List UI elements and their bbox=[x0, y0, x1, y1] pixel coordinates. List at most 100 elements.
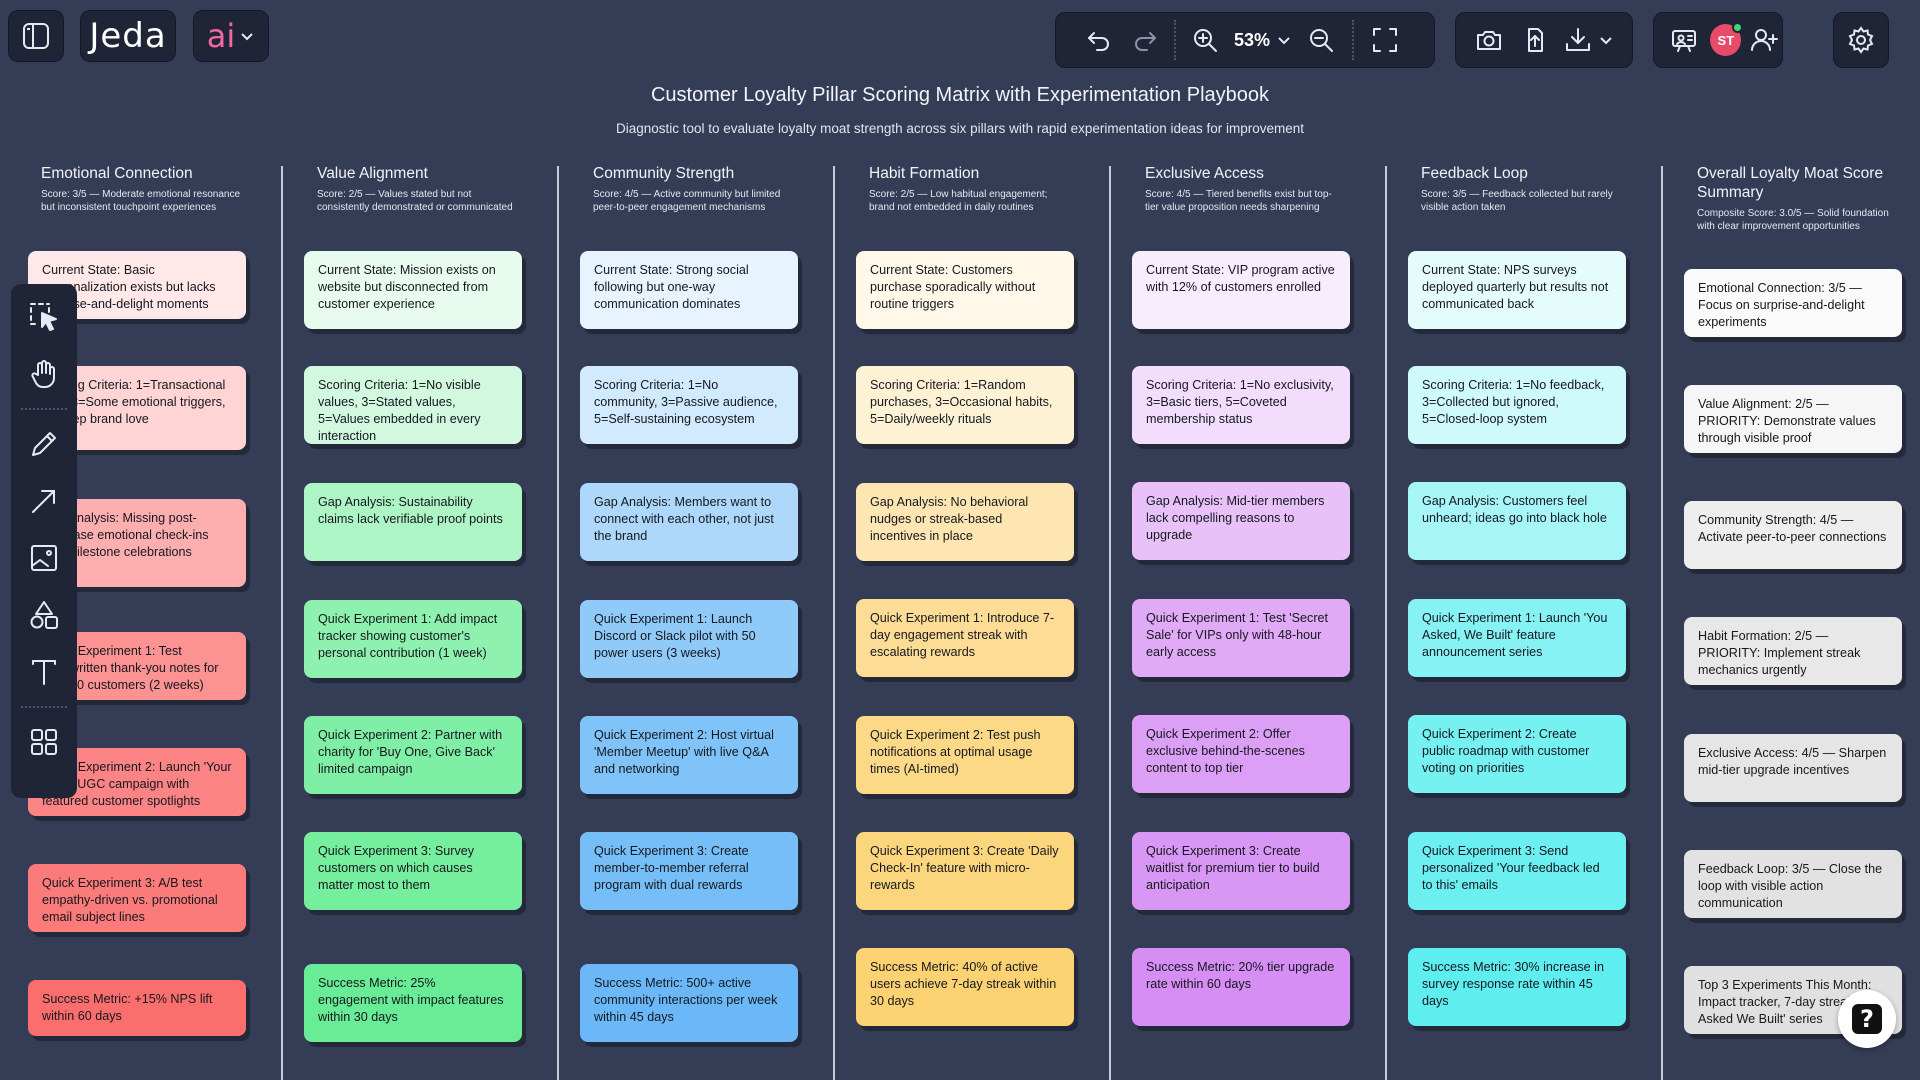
divider bbox=[1174, 20, 1176, 60]
image-tool-button[interactable] bbox=[21, 535, 67, 581]
grid-icon bbox=[31, 729, 57, 755]
board-subtitle: Diagnostic tool to evaluate loyalty moat… bbox=[615, 121, 1305, 136]
zoom-level-dropdown[interactable]: 53% bbox=[1228, 30, 1298, 51]
image-icon bbox=[31, 545, 57, 571]
sticky-note[interactable]: Gap Analysis: No behavioral nudges or st… bbox=[856, 483, 1074, 561]
select-icon bbox=[30, 303, 57, 331]
text-icon bbox=[32, 660, 56, 685]
shapes-icon bbox=[30, 601, 58, 629]
sticky-note[interactable]: Success Metric: 40% of active users achi… bbox=[856, 948, 1074, 1026]
column-divider bbox=[833, 166, 835, 1080]
sticky-note[interactable]: Success Metric: 25% engagement with impa… bbox=[304, 964, 522, 1042]
fit-screen-button[interactable] bbox=[1362, 17, 1408, 63]
divider bbox=[21, 706, 67, 708]
collab-toolbar: ST bbox=[1653, 12, 1783, 68]
column-title: Emotional Connection bbox=[41, 165, 193, 182]
sticky-note[interactable]: Current State: Mission exists on website… bbox=[304, 251, 522, 329]
redo-button[interactable] bbox=[1122, 17, 1168, 63]
upload-icon bbox=[1528, 28, 1543, 52]
sticky-note[interactable]: Quick Experiment 3: Create waitlist for … bbox=[1132, 832, 1350, 910]
sticky-note[interactable]: Current State: Customers purchase sporad… bbox=[856, 251, 1074, 329]
logo[interactable]: Jeda bbox=[80, 10, 176, 62]
help-button[interactable]: ? bbox=[1838, 990, 1896, 1048]
sticky-note[interactable]: Emotional Connection: 3/5 — Focus on sur… bbox=[1684, 269, 1902, 337]
sticky-note[interactable]: Success Metric: 30% increase in survey r… bbox=[1408, 948, 1626, 1026]
sticky-note[interactable]: Quick Experiment 3: Create 'Daily Check-… bbox=[856, 832, 1074, 910]
sticky-note[interactable]: Scoring Criteria: 1=Random purchases, 3=… bbox=[856, 366, 1074, 444]
column-score: Score: 2/5 — Low habitual engagement; br… bbox=[869, 189, 1048, 213]
column-title: Habit Formation bbox=[869, 165, 980, 182]
camera-icon bbox=[1477, 31, 1501, 50]
avatar[interactable]: ST bbox=[1710, 22, 1744, 56]
sticky-note[interactable]: Quick Experiment 3: A/B test empathy-dri… bbox=[28, 864, 246, 932]
hand-tool-button[interactable] bbox=[21, 351, 67, 397]
sticky-note[interactable]: Quick Experiment 3: Survey customers on … bbox=[304, 832, 522, 910]
sticky-note[interactable]: Quick Experiment 2: Create public roadma… bbox=[1408, 715, 1626, 793]
sticky-note[interactable]: Quick Experiment 3: Send personalized 'Y… bbox=[1408, 832, 1626, 910]
sticky-note[interactable]: Exclusive Access: 4/5 — Sharpen mid-tier… bbox=[1684, 734, 1902, 802]
ai-menu-button[interactable]: ai bbox=[193, 10, 269, 62]
sidebar-icon bbox=[21, 21, 51, 51]
templates-tool-button[interactable] bbox=[21, 719, 67, 765]
present-button[interactable] bbox=[1662, 17, 1706, 63]
invite-user-button[interactable] bbox=[1745, 17, 1782, 63]
sticky-note[interactable]: Quick Experiment 2: Host virtual 'Member… bbox=[580, 716, 798, 794]
sticky-note[interactable]: Success Metric: 500+ active community in… bbox=[580, 964, 798, 1042]
sticky-note[interactable]: Value Alignment: 2/5 — PRIORITY: Demonst… bbox=[1684, 385, 1902, 453]
sticky-note[interactable]: Quick Experiment 1: Launch Discord or Sl… bbox=[580, 600, 798, 678]
ai-label: ai bbox=[206, 17, 236, 55]
sticky-note[interactable]: Current State: NPS surveys deployed quar… bbox=[1408, 251, 1626, 329]
sticky-note[interactable]: Gap Analysis: Missing post-purchase emot… bbox=[28, 499, 246, 587]
screenshot-button[interactable] bbox=[1466, 17, 1512, 63]
sticky-note[interactable]: Gap Analysis: Sustainability claims lack… bbox=[304, 483, 522, 561]
column-title: Overall Loyalty Moat Score Summary bbox=[1697, 165, 1884, 201]
view-toolbar: 53% bbox=[1055, 12, 1435, 68]
undo-button[interactable] bbox=[1076, 17, 1122, 63]
sticky-note[interactable]: Community Strength: 4/5 — Activate peer-… bbox=[1684, 501, 1902, 569]
sticky-note[interactable]: Scoring Criteria: 1=No community, 3=Pass… bbox=[580, 366, 798, 444]
logo-text: Jeda bbox=[89, 16, 167, 56]
sticky-note[interactable]: Scoring Criteria: 1=No exclusivity, 3=Ba… bbox=[1132, 366, 1350, 444]
sticky-note[interactable]: Scoring Criteria: 1=No feedback, 3=Colle… bbox=[1408, 366, 1626, 444]
column-title: Exclusive Access bbox=[1145, 165, 1264, 182]
sticky-note[interactable]: Success Metric: 20% tier upgrade rate wi… bbox=[1132, 948, 1350, 1026]
zoom-in-button[interactable] bbox=[1182, 17, 1228, 63]
sticky-note[interactable]: Current State: Strong social following b… bbox=[580, 251, 798, 329]
pen-tool-button[interactable] bbox=[21, 421, 67, 467]
board-title: Customer Loyalty Pillar Scoring Matrix w… bbox=[650, 84, 1270, 106]
sticky-note[interactable]: Success Metric: +15% NPS lift within 60 … bbox=[28, 980, 246, 1036]
sticky-note[interactable]: Quick Experiment 1: Launch 'You Asked, W… bbox=[1408, 599, 1626, 677]
select-tool-button[interactable] bbox=[21, 294, 67, 340]
sticky-note[interactable]: Quick Experiment 1: Test 'Secret Sale' f… bbox=[1132, 599, 1350, 677]
text-tool-button[interactable] bbox=[21, 649, 67, 695]
download-button[interactable] bbox=[1558, 17, 1598, 63]
tool-palette bbox=[11, 284, 77, 798]
zoom-out-button[interactable] bbox=[1298, 17, 1344, 63]
sticky-note[interactable]: Quick Experiment 1: Add impact tracker s… bbox=[304, 600, 522, 678]
sticky-note[interactable]: Gap Analysis: Customers feel unheard; id… bbox=[1408, 482, 1626, 560]
sticky-note[interactable]: Quick Experiment 2: Offer exclusive behi… bbox=[1132, 715, 1350, 793]
sidebar-toggle-button[interactable] bbox=[8, 10, 64, 62]
share-button[interactable] bbox=[1512, 17, 1558, 63]
arrow-tool-button[interactable] bbox=[21, 478, 67, 524]
sticky-note[interactable]: Current State: VIP program active with 1… bbox=[1132, 251, 1350, 329]
sticky-note[interactable]: Quick Experiment 1: Introduce 7-day enga… bbox=[856, 599, 1074, 677]
sticky-note[interactable]: Habit Formation: 2/5 — PRIORITY: Impleme… bbox=[1684, 617, 1902, 685]
sticky-note[interactable]: Gap Analysis: Members want to connect wi… bbox=[580, 483, 798, 561]
sticky-note[interactable]: Scoring Criteria: 1=No visible values, 3… bbox=[304, 366, 522, 444]
shape-tool-button[interactable] bbox=[21, 592, 67, 638]
sticky-note[interactable]: Quick Experiment 2: Partner with charity… bbox=[304, 716, 522, 794]
sticky-note[interactable]: Gap Analysis: Mid-tier members lack comp… bbox=[1132, 482, 1350, 560]
column-score: Score: 4/5 — Active community but limite… bbox=[593, 189, 781, 213]
settings-button[interactable] bbox=[1833, 12, 1889, 68]
sticky-note[interactable]: Quick Experiment 2: Test push notificati… bbox=[856, 716, 1074, 794]
chevron-down-icon[interactable] bbox=[1598, 32, 1614, 48]
export-toolbar bbox=[1455, 12, 1633, 68]
sticky-note[interactable]: Feedback Loop: 3/5 — Close the loop with… bbox=[1684, 850, 1902, 918]
sticky-note[interactable]: Quick Experiment 3: Create member-to-mem… bbox=[580, 832, 798, 910]
